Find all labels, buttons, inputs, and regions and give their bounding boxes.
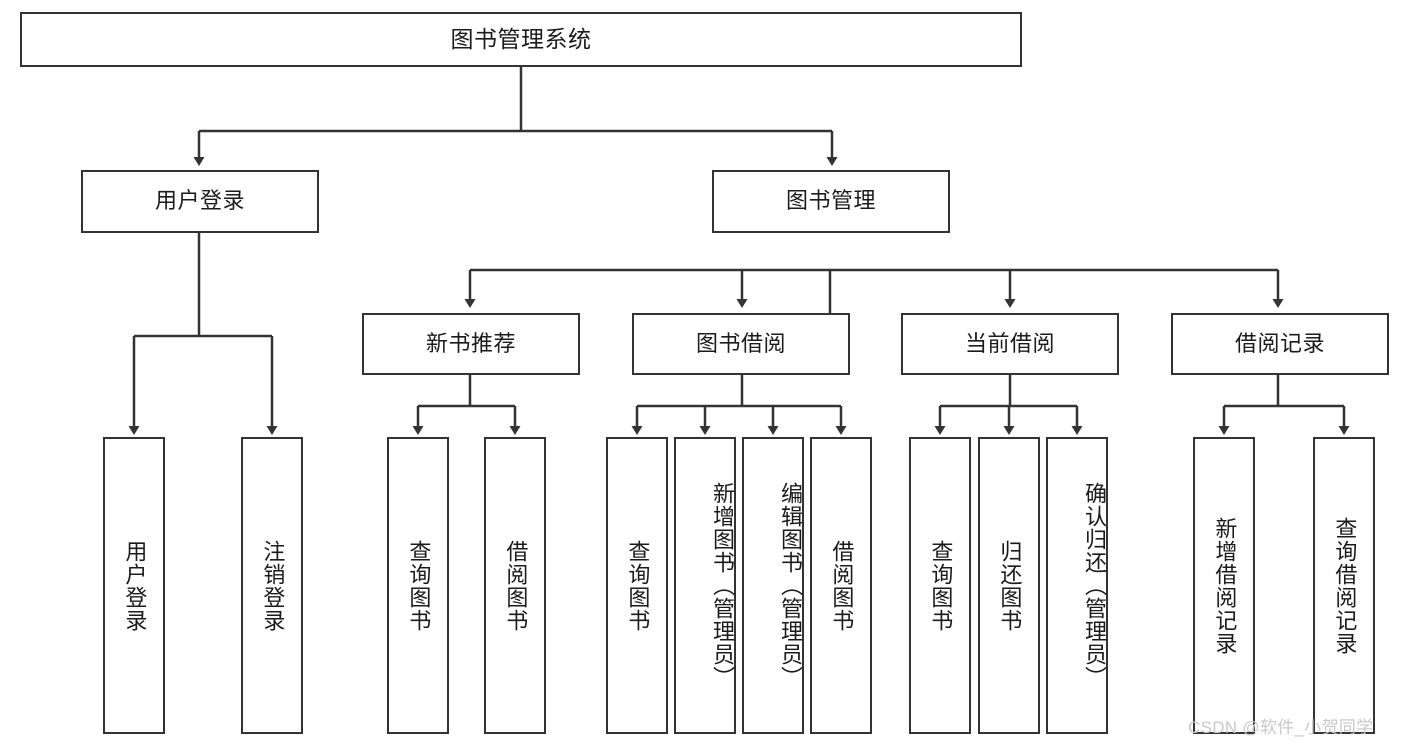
leaf-user-logout[interactable]: 注销登录 <box>241 437 303 734</box>
node-book-borrow[interactable]: 图书借阅 <box>632 313 850 375</box>
leaf-borrow-add-book-admin[interactable]: 新增图书（管理员） <box>674 437 736 734</box>
leaf-borrow-edit-book-admin[interactable]: 编辑图书（管理员） <box>742 437 804 734</box>
node-borrow-record[interactable]: 借阅记录 <box>1171 313 1389 375</box>
node-book-management[interactable]: 图书管理 <box>712 170 950 233</box>
leaf-borrow-borrow-book[interactable]: 借阅图书 <box>810 437 872 734</box>
leaf-record-add-borrow-record[interactable]: 新增借阅记录 <box>1193 437 1255 734</box>
leaf-borrow-query-book[interactable]: 查询图书 <box>606 437 668 734</box>
leaf-user-login[interactable]: 用户登录 <box>103 437 165 734</box>
node-root-system[interactable]: 图书管理系统 <box>20 12 1022 67</box>
leaf-recommend-query-book[interactable]: 查询图书 <box>387 437 449 734</box>
node-new-book-recommend[interactable]: 新书推荐 <box>362 313 580 375</box>
leaf-current-confirm-return-admin[interactable]: 确认归还（管理员） <box>1046 437 1108 734</box>
leaf-current-query-book[interactable]: 查询图书 <box>909 437 971 734</box>
leaf-record-query-borrow-record[interactable]: 查询借阅记录 <box>1313 437 1375 734</box>
leaf-current-return-book[interactable]: 归还图书 <box>978 437 1040 734</box>
leaf-recommend-borrow-book[interactable]: 借阅图书 <box>484 437 546 734</box>
csdn-watermark: CSDN @软件_小贺同学 <box>1188 718 1374 737</box>
node-current-borrow[interactable]: 当前借阅 <box>901 313 1119 375</box>
node-user-login[interactable]: 用户登录 <box>81 170 319 233</box>
